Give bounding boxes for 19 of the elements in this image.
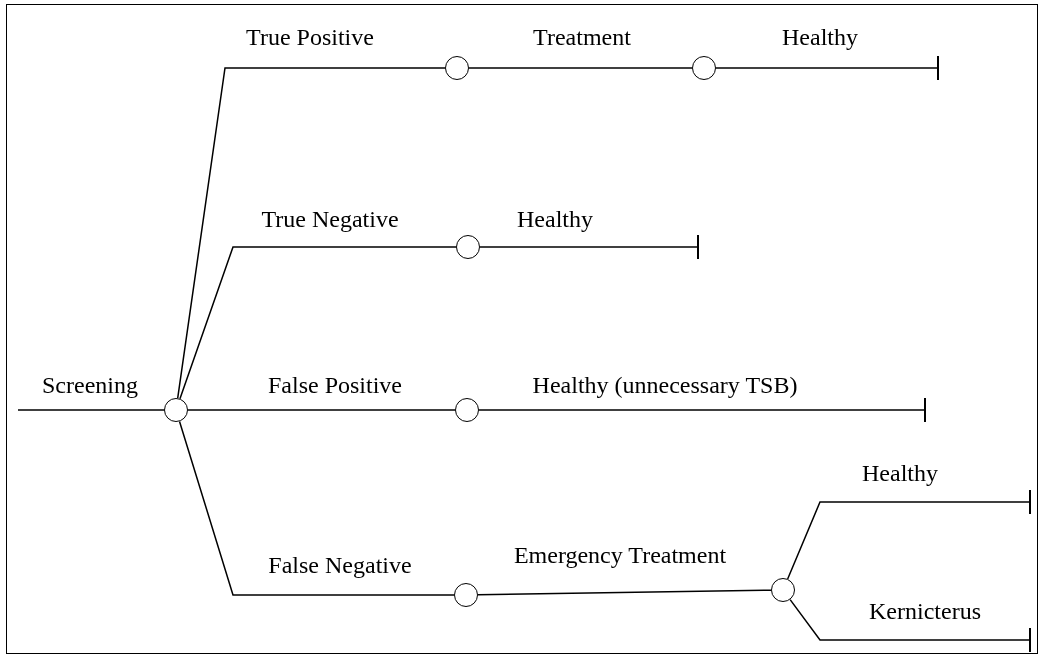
branch-line — [178, 420, 455, 596]
chance-node-circle — [445, 56, 469, 80]
branch-line — [17, 409, 165, 411]
branch-line — [479, 246, 698, 248]
branch-line — [477, 589, 772, 596]
chance-node-circle — [164, 398, 188, 422]
branch-line — [468, 67, 693, 69]
chance-node-circle — [454, 583, 478, 607]
chance-node-circle — [456, 235, 480, 259]
branch-line — [187, 409, 456, 411]
chance-node-circle — [455, 398, 479, 422]
branch-line — [715, 67, 938, 69]
branch-line — [786, 501, 1030, 580]
branch-line — [176, 67, 446, 399]
branch-line — [789, 598, 1030, 641]
chance-node-circle — [771, 578, 795, 602]
chance-node-circle — [692, 56, 716, 80]
branch-line — [179, 246, 457, 400]
branch-line — [478, 409, 925, 411]
